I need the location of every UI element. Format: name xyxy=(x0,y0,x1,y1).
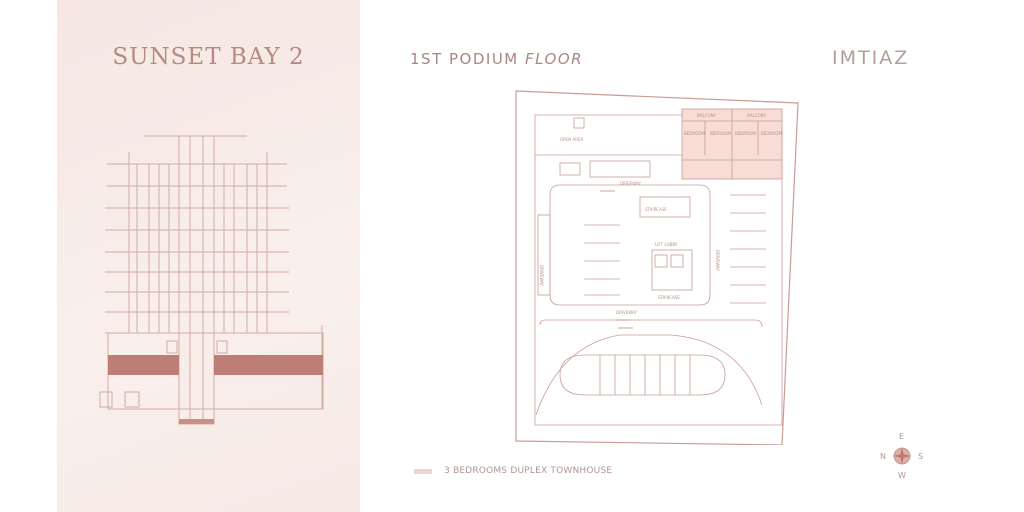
floor-title: 1ST PODIUM FLOOR xyxy=(410,50,583,68)
building-elevation-panel: SUNSET BAY 2 xyxy=(57,0,360,512)
label-staircase-2: STAIRCASE xyxy=(658,295,680,300)
label-balcony-1: BALCONY xyxy=(697,113,717,118)
compass-north: N xyxy=(880,452,886,461)
label-staircase-1: STAIRCASE xyxy=(645,207,667,212)
label-lift-lobby: LIFT LOBBY xyxy=(655,242,678,247)
label-bedroom-4: BEDROOM xyxy=(761,131,782,136)
legend: 3 BEDROOMS DUPLEX TOWNHOUSE xyxy=(414,466,612,476)
label-bedroom-3: BEDROOM xyxy=(735,131,756,136)
label-driveway-bottom: DRIVEWAY xyxy=(616,310,637,315)
label-balcony-2: BALCONY xyxy=(747,113,767,118)
site-boundary xyxy=(515,90,799,445)
compass-south: S xyxy=(918,452,924,461)
highlight-floor-left xyxy=(108,355,179,375)
compass-west: W xyxy=(898,471,906,480)
compass-east: E xyxy=(899,432,905,441)
compass-rose: E N S W xyxy=(876,432,926,482)
compass-icon xyxy=(893,447,911,465)
floor-title-italic: FLOOR xyxy=(525,50,584,68)
floor-title-regular: 1ST PODIUM xyxy=(410,50,519,68)
label-bedroom-2: BEDROOM xyxy=(710,131,731,136)
label-driveway-top: DRIVEWAY xyxy=(620,181,641,186)
legend-swatch-townhouse xyxy=(414,468,432,474)
label-driveway-left: DRIVEWAY xyxy=(539,265,544,286)
label-bedroom-1: BEDROOM xyxy=(684,131,705,136)
highlight-floor-right xyxy=(214,355,323,375)
brand-logo: IMTIAZ xyxy=(832,47,910,69)
legend-label-townhouse: 3 BEDROOMS DUPLEX TOWNHOUSE xyxy=(444,466,613,476)
label-open-area: OPEN AREA xyxy=(560,137,583,142)
building-elevation-drawing xyxy=(99,135,324,425)
floor-plan: OPEN AREA DRIVEWAY DRIVEWAY DRIVEWAY DRI… xyxy=(515,90,799,445)
label-driveway-right: DRIVEWAY xyxy=(715,250,720,271)
project-title: SUNSET BAY 2 xyxy=(112,44,305,70)
